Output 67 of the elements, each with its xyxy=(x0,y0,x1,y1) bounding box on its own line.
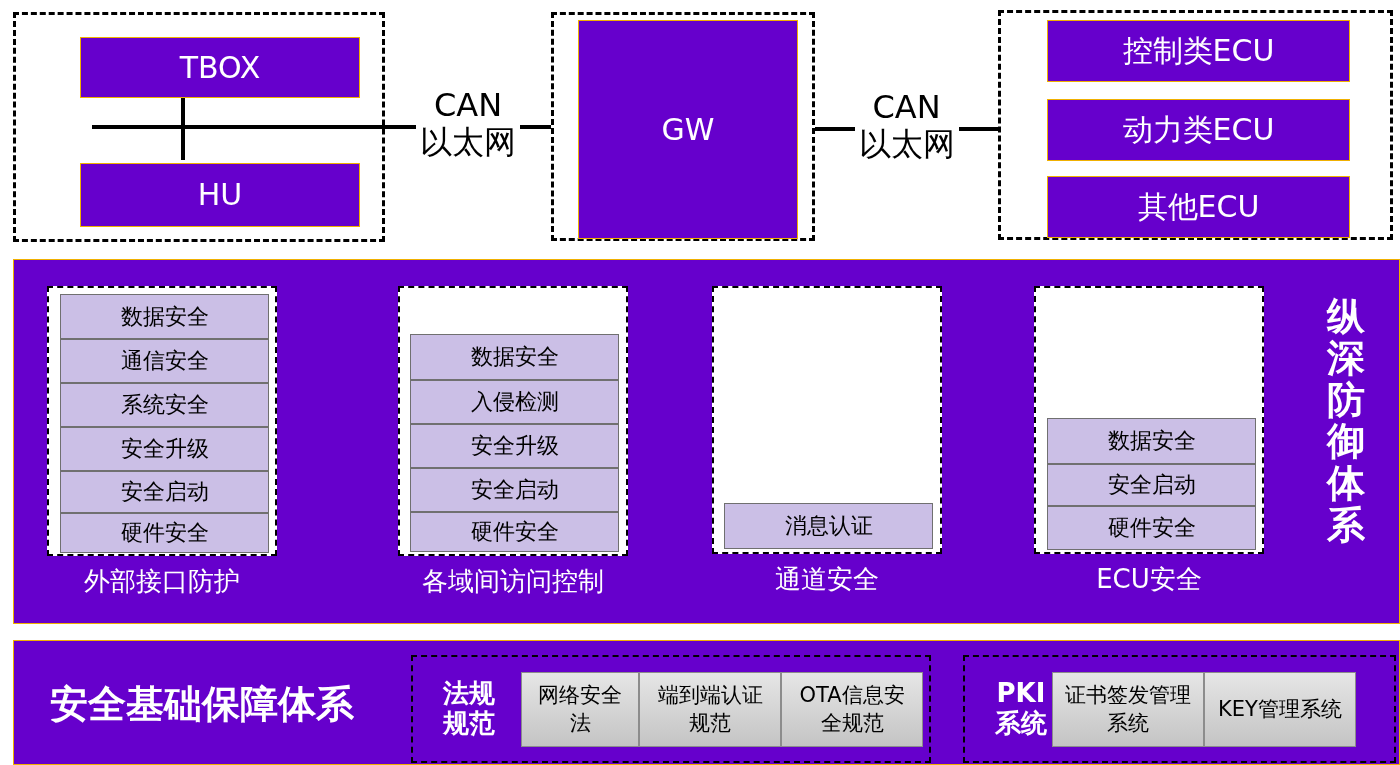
standard-cell xyxy=(1204,672,1356,747)
feature-cell xyxy=(410,334,619,380)
standard-label: 端到端认证规范 xyxy=(656,682,764,737)
module-box xyxy=(80,163,360,227)
feature-label: 安全升级 xyxy=(470,435,559,457)
feature-label: 入侵检测 xyxy=(470,391,559,413)
feature-label: 安全启动 xyxy=(1107,474,1196,496)
feature-label: 硬件安全 xyxy=(1107,517,1196,539)
layer-title: 安全基础保障体系 xyxy=(50,685,354,723)
panel-caption: 外部接口防护 xyxy=(83,568,241,594)
feature-cell xyxy=(60,471,269,513)
feature-cell xyxy=(1047,418,1256,464)
box-label: 其他ECU xyxy=(1137,192,1260,222)
feature-label: 硬件安全 xyxy=(120,522,209,544)
feature-cell xyxy=(1047,464,1256,506)
feature-label: 安全升级 xyxy=(120,438,209,460)
feature-label: 系统安全 xyxy=(120,394,209,416)
feature-label: 数据安全 xyxy=(1107,430,1196,452)
box-label: TBOX xyxy=(179,52,261,83)
standard-cell xyxy=(639,672,781,747)
feature-label: 数据安全 xyxy=(470,346,559,368)
standard-cell xyxy=(521,672,639,747)
feature-cell xyxy=(60,383,269,427)
feature-cell xyxy=(1047,506,1256,550)
feature-cell xyxy=(60,513,269,553)
group-heading: 法规规范 xyxy=(442,679,496,739)
box-label: GW xyxy=(661,114,715,145)
feature-label: 通信安全 xyxy=(120,350,209,372)
box-label: 动力类ECU xyxy=(1122,115,1275,145)
box-label: HU xyxy=(197,180,243,210)
standard-label: 网络安全法 xyxy=(537,682,623,737)
group-heading: PKI系统 xyxy=(994,679,1048,739)
standard-label: 证书签发管理系统 xyxy=(1065,682,1191,737)
standard-cell xyxy=(1052,672,1204,747)
standard-label: KEY管理系统 xyxy=(1218,695,1342,723)
dashed-group-box xyxy=(411,655,931,763)
feature-cell xyxy=(60,339,269,383)
module-box xyxy=(578,20,798,239)
layer-band xyxy=(13,259,1400,624)
feature-cell xyxy=(410,380,619,424)
feature-label: 消息认证 xyxy=(784,515,873,537)
feature-label: 硬件安全 xyxy=(470,521,559,543)
dashed-group-box xyxy=(998,10,1393,240)
panel-caption: 各域间访问控制 xyxy=(421,568,605,594)
standard-label: OTA信息安全规范 xyxy=(798,682,906,737)
feature-cell xyxy=(410,468,619,512)
feature-cell xyxy=(410,512,619,552)
standard-cell xyxy=(781,672,923,747)
feature-cell xyxy=(410,424,619,468)
module-box xyxy=(1047,20,1350,82)
feature-cell xyxy=(60,427,269,471)
feature-cell xyxy=(60,294,269,339)
module-box xyxy=(80,37,360,98)
feature-label: 数据安全 xyxy=(120,305,209,328)
dashed-group-box xyxy=(13,12,385,242)
layer-title: 纵深防御体系 xyxy=(1327,296,1365,547)
feature-label: 安全启动 xyxy=(470,479,559,501)
module-box xyxy=(1047,99,1350,161)
panel-caption: ECU安全 xyxy=(1095,566,1203,592)
feature-label: 安全启动 xyxy=(120,481,209,503)
dashed-group-box xyxy=(963,655,1396,763)
feature-cell xyxy=(724,503,933,549)
dashed-group-box xyxy=(551,12,815,241)
box-label: 控制类ECU xyxy=(1122,36,1275,66)
panel-caption: 通道安全 xyxy=(774,566,880,592)
layer-band xyxy=(13,640,1400,765)
module-box xyxy=(1047,176,1350,238)
